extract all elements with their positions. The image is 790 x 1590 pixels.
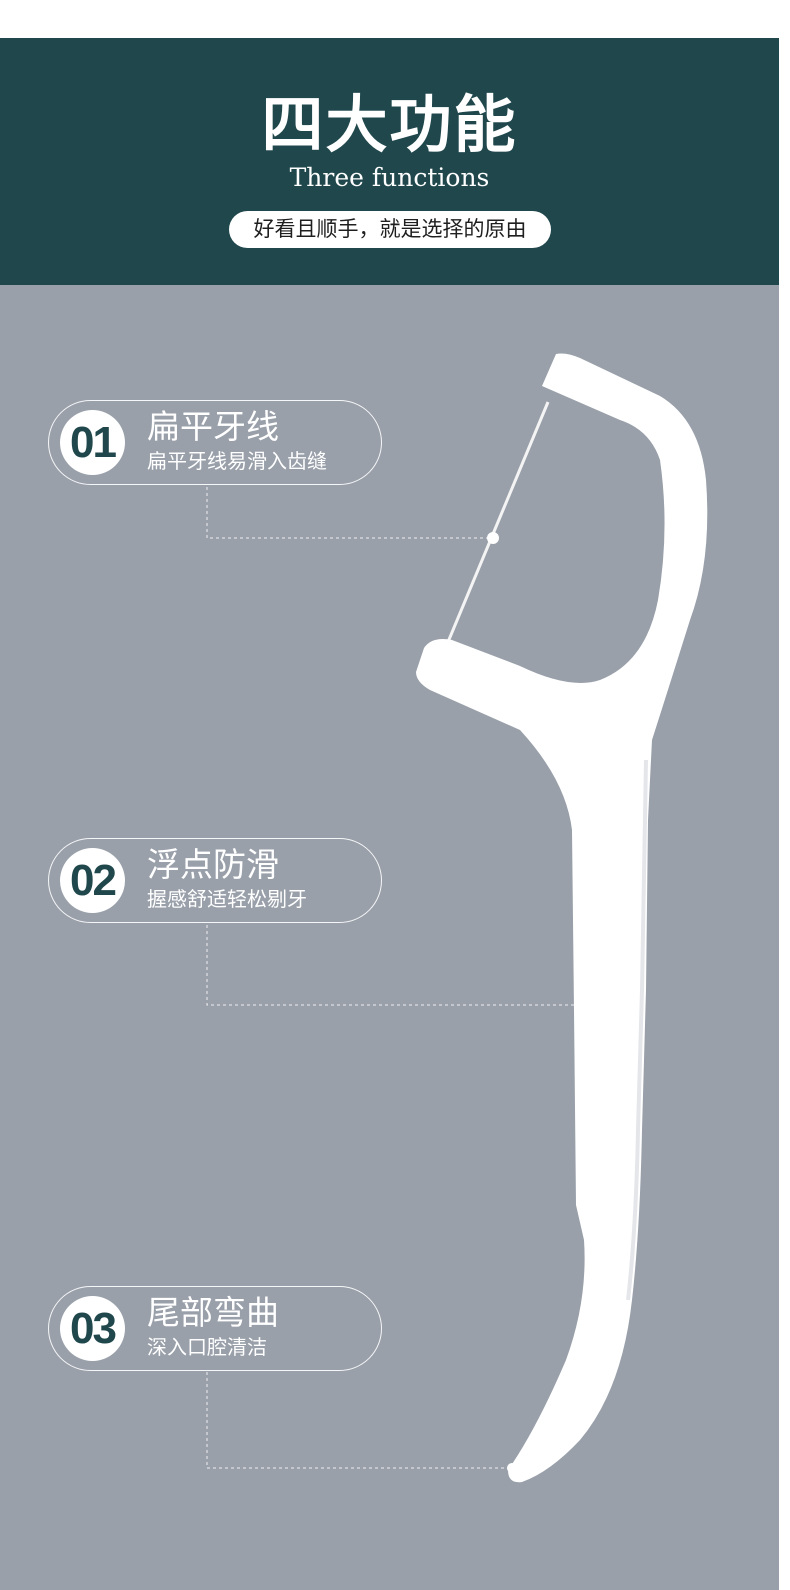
feature-description: 扁平牙线易滑入齿缝 [147,449,327,473]
feature-title: 扁平牙线 [147,407,279,446]
feature-number: 02 [60,848,125,913]
right-margin [779,0,790,1590]
feature-description: 握感舒适轻松剔牙 [147,887,307,911]
feature-item-03: 03 尾部弯曲 深入口腔清洁 [48,1286,382,1371]
page-subtitle: Three functions [289,163,490,192]
feature-description: 深入口腔清洁 [147,1335,267,1359]
floss-pick-shape [416,353,708,1483]
feature-number: 03 [60,1296,125,1361]
feature-number: 01 [60,410,125,475]
pick-shading [626,759,648,1301]
header-banner: 四大功能 Three functions 好看且顺手，就是选择的原由 [0,38,779,285]
pick-body [416,353,708,1483]
feature-title: 尾部弯曲 [147,1293,279,1332]
feature-item-01: 01 扁平牙线 扁平牙线易滑入齿缝 [48,400,382,485]
feature-title: 浮点防滑 [147,845,279,884]
tagline-pill: 好看且顺手，就是选择的原由 [229,211,551,248]
page-title: 四大功能 [261,88,518,161]
feature-item-02: 02 浮点防滑 握感舒适轻松剔牙 [48,838,382,923]
floss-string [446,401,550,643]
